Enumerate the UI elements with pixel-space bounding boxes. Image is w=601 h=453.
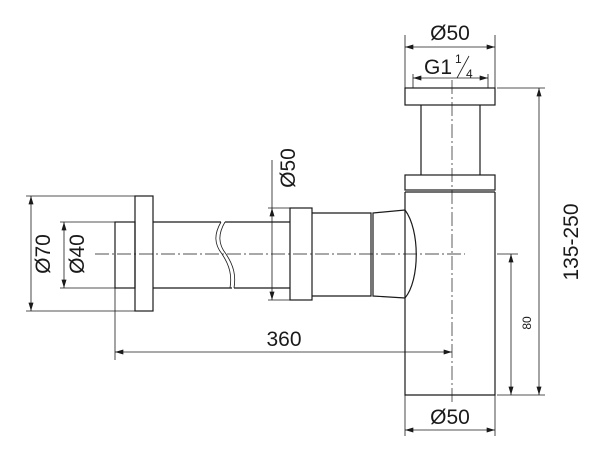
wall-pipe-stub xyxy=(114,221,136,289)
trap-cap xyxy=(372,209,417,299)
svg-text:1: 1 xyxy=(455,52,462,66)
pipe-nut xyxy=(289,207,313,301)
outlet-height-label: 80 xyxy=(520,316,534,330)
trap-body xyxy=(404,87,496,396)
flange-outer-diameter-label: Ø70 xyxy=(32,234,55,274)
top-flange xyxy=(404,87,496,106)
flange-inner-diameter-label: Ø40 xyxy=(66,234,89,274)
svg-text:4: 4 xyxy=(466,67,473,81)
svg-text:G1: G1 xyxy=(424,56,452,79)
height-range-label: 135-250 xyxy=(560,203,583,280)
pipe-diameter-label: Ø50 xyxy=(277,148,300,188)
thread-label: G1 1 4 xyxy=(424,52,473,81)
length-label: 360 xyxy=(266,328,301,351)
top-diameter-label: Ø50 xyxy=(430,22,470,45)
outlet-pipe xyxy=(114,195,417,312)
lower-flange xyxy=(404,174,496,191)
wall-flange xyxy=(134,195,154,312)
bottom-diameter-label: Ø50 xyxy=(430,406,470,429)
